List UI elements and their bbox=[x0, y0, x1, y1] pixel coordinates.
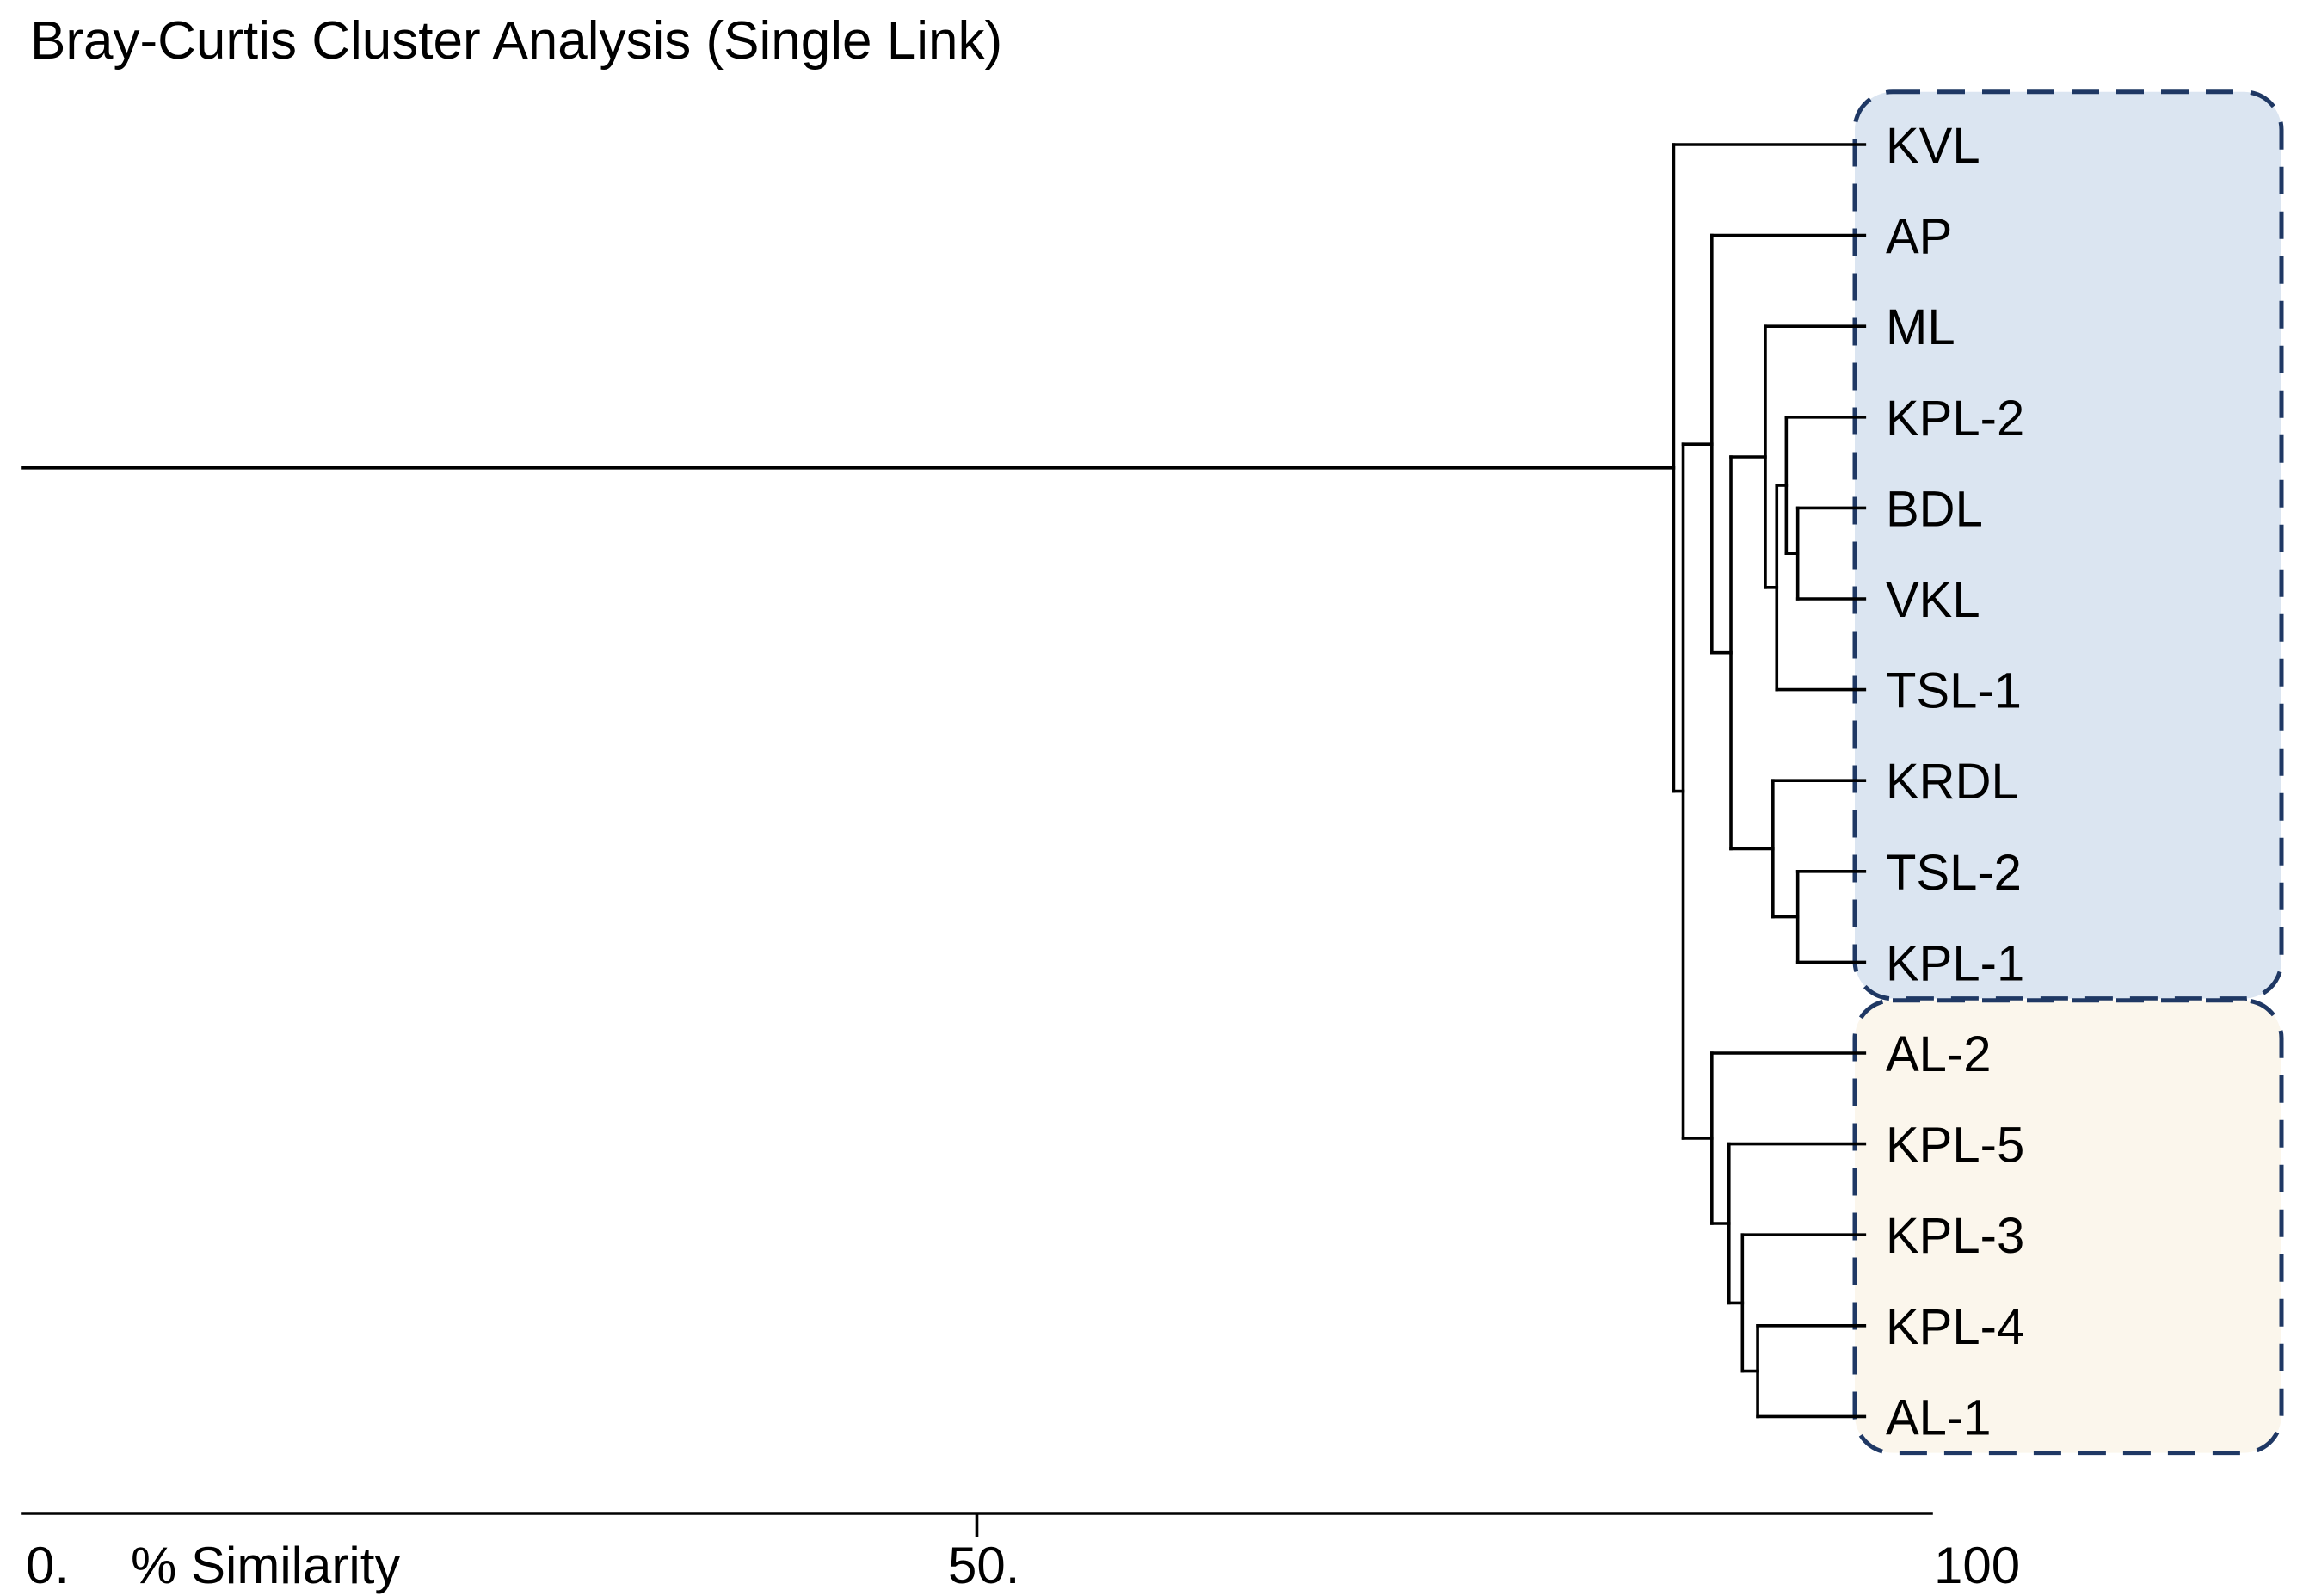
leaf-label-bdl: BDL bbox=[1886, 481, 1983, 537]
leaf-label-kpl-2: KPL-2 bbox=[1886, 391, 2024, 447]
similarity-axis bbox=[21, 1512, 1933, 1537]
leaf-label-kpl-3: KPL-3 bbox=[1886, 1208, 2024, 1264]
axis-tick-label-100: 100 bbox=[1934, 1537, 2021, 1594]
leaf-label-vkl: VKL bbox=[1886, 572, 1980, 628]
leaf-label-krdl: KRDL bbox=[1886, 754, 2019, 810]
leaf-label-kvl: KVL bbox=[1886, 118, 1980, 174]
leaf-label-al-2: AL-2 bbox=[1886, 1026, 1992, 1082]
leaf-label-ap: AP bbox=[1886, 209, 1952, 265]
leaf-label-kpl-1: KPL-1 bbox=[1886, 935, 2024, 991]
axis-title: % Similarity bbox=[131, 1537, 401, 1594]
leaf-label-tsl-2: TSL-2 bbox=[1886, 845, 2022, 901]
chart-title: Bray-Curtis Cluster Analysis (Single Lin… bbox=[30, 11, 1003, 71]
leaf-label-kpl-5: KPL-5 bbox=[1886, 1118, 2024, 1174]
dendrogram-links bbox=[21, 143, 1867, 1419]
axis-tick-label-0: 0. bbox=[26, 1537, 70, 1594]
leaf-label-tsl-1: TSL-1 bbox=[1886, 663, 2022, 719]
leaf-label-al-1: AL-1 bbox=[1886, 1390, 1992, 1445]
cluster-box-upper bbox=[1852, 89, 2284, 1001]
axis-tick-label-50: 50. bbox=[948, 1537, 1020, 1594]
leaf-label-kpl-4: KPL-4 bbox=[1886, 1299, 2024, 1355]
leaf-label-ml: ML bbox=[1886, 299, 1955, 355]
cluster-box-lower bbox=[1852, 998, 2284, 1456]
